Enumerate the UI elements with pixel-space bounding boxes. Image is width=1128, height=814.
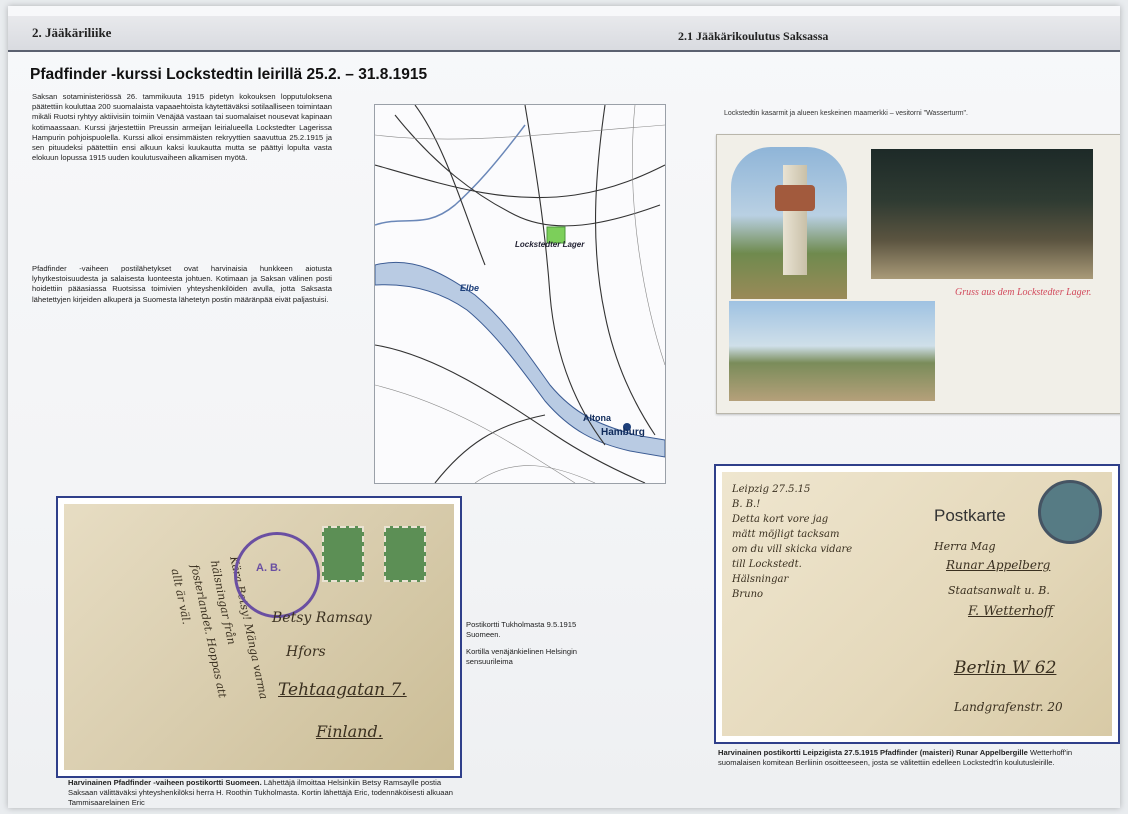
postage-stamp-2 — [384, 526, 426, 582]
middle-caption-line-1: Postikortti Tukholmasta 9.5.1915 Suomeen… — [466, 620, 577, 639]
addr-r-5: Berlin W 62 — [954, 658, 1057, 678]
page-header: 2. Jääkäriliike 2.1 Jääkärikoulutus Saks… — [8, 16, 1120, 52]
photocard-caption: Lockstedtin kasarmit ja alueen keskeinen… — [724, 110, 968, 117]
addr-r-6: Landgrafenstr. 20 — [954, 700, 1063, 714]
tower-top-shape — [775, 185, 815, 211]
page-title: Pfadfinder -kurssi Lockstedtin leirillä … — [30, 66, 428, 83]
intro-paragraph: Saksan sotaministeriössä 26. tammikuuta … — [32, 92, 332, 163]
addr-r-2: Runar Appelberg — [946, 558, 1051, 572]
water-tower-photo — [731, 147, 847, 299]
map-label-elbe: Elbe — [460, 283, 480, 293]
lockstedt-photo-postcard: Gruss aus dem Lockstedter Lager. — [716, 134, 1120, 414]
map-drawing — [375, 105, 665, 483]
exhibit-page: 2. Jääkäriliike 2.1 Jääkärikoulutus Saks… — [8, 6, 1120, 808]
map-label-lockstedt: Lockstedter Lager — [515, 240, 585, 249]
left-postcard-caption: Harvinainen Pfadfinder -vaiheen postikor… — [68, 778, 458, 808]
left-caption-bold: Harvinainen Pfadfinder -vaiheen postikor… — [68, 778, 262, 787]
middle-caption: Postikortti Tukholmasta 9.5.1915 Suomeen… — [466, 620, 586, 674]
postkarte-title: Postkarte — [934, 506, 1006, 525]
subsection-title: 2.1 Jääkärikoulutus Saksassa — [678, 29, 829, 43]
region-map: Lockstedter Lager Elbe Altona Hamburg — [374, 104, 666, 484]
postage-stamp-1 — [322, 526, 364, 582]
postcard-greeting: Gruss aus dem Lockstedter Lager. — [955, 287, 1092, 298]
right-caption-text: Wetterhoff'in suomalaisen komitean Berli… — [718, 748, 1073, 767]
addr-r-1: Herra Mag — [934, 540, 996, 553]
section-title: 2. Jääkäriliike — [32, 25, 112, 40]
address-line-1: Betsy Ramsay — [272, 610, 372, 626]
map-label-altona: Altona — [583, 413, 611, 423]
address-line-2: Hfors — [286, 644, 326, 660]
postal-paragraph: Pfadfinder -vaiheen postilähetykset ovat… — [32, 264, 332, 304]
middle-caption-line-2: Kortilla venäjänkielinen Helsingin sensu… — [466, 647, 578, 666]
tower-shape — [783, 165, 807, 275]
address-line-3: Tehtaagatan 7. — [278, 680, 407, 700]
censor-stamp — [234, 532, 320, 618]
map-label-hamburg: Hamburg — [601, 427, 645, 438]
address-line-4: Finland. — [316, 722, 383, 741]
barracks-photo — [871, 149, 1093, 279]
addr-r-3: Staatsanwalt u. B. — [948, 584, 1050, 597]
postcard-to-finland: Kära Betsy! Mänga varma hälsningar från … — [56, 496, 462, 778]
censor-stamp-text: A. B. — [256, 562, 282, 574]
postcard-left-surface: Kära Betsy! Mänga varma hälsningar från … — [64, 504, 454, 770]
right-postcard-caption: Harvinainen postikortti Leipzigista 27.5… — [718, 748, 1116, 768]
left-caption-text: Lähettäjä ilmoittaa Helsinkiin Betsy Ram… — [68, 778, 453, 807]
right-caption-bold: Harvinainen postikortti Leipzigista 27.5… — [718, 748, 1028, 757]
postmark-stamp — [1038, 480, 1102, 544]
camp-street-photo — [729, 301, 935, 401]
addr-r-4: F. Wetterhoff — [968, 604, 1054, 619]
